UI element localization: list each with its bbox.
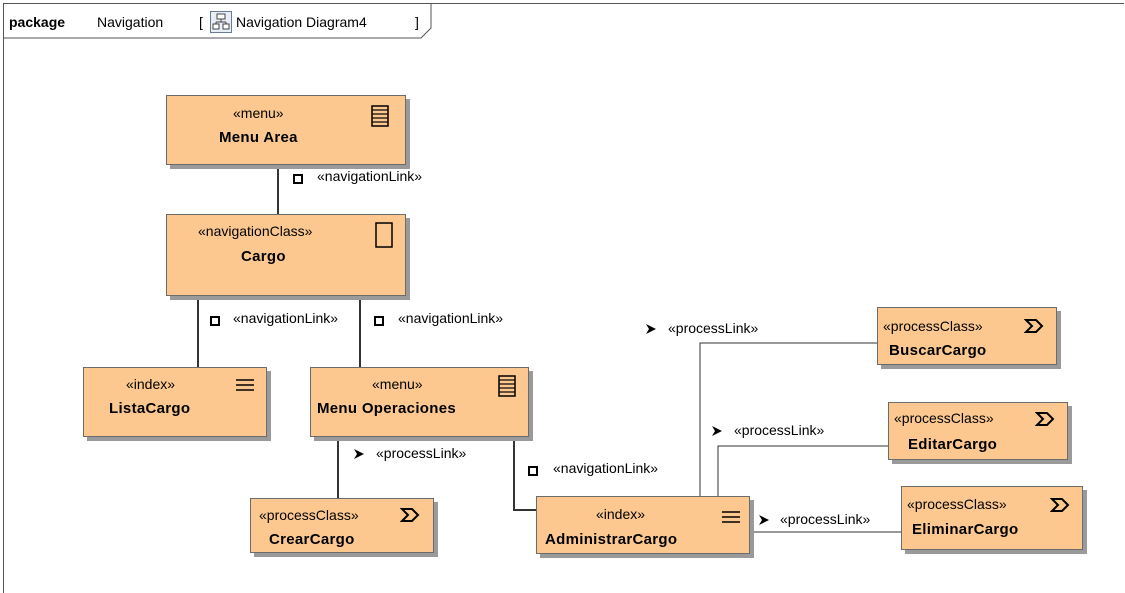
diagram-icon (210, 11, 232, 33)
link-label-menuops-admin: «navigationLink» (553, 460, 659, 476)
node-stereotype: «navigationClass» (198, 223, 313, 239)
package-name: Navigation (97, 14, 164, 30)
link-label-cargo-lista: «navigationLink» (233, 310, 339, 326)
process-link-marker-icon (711, 424, 723, 442)
node-eliminar-cargo[interactable]: «processClass» EliminarCargo (901, 486, 1083, 550)
node-stereotype: «index» (596, 506, 646, 522)
node-editar-cargo[interactable]: «processClass» EditarCargo (888, 402, 1068, 460)
node-menu-operaciones[interactable]: «menu» Menu Operaciones (310, 367, 529, 437)
menu-icon (371, 105, 389, 127)
node-name: Cargo (241, 248, 286, 265)
node-administrar-cargo[interactable]: «index» AdministrarCargo (536, 496, 750, 554)
process-class-icon (400, 508, 420, 522)
node-name: Menu Area (219, 129, 298, 146)
node-name: AdministrarCargo (545, 531, 678, 548)
navigation-link-marker-icon (210, 313, 220, 331)
process-link-marker-icon (645, 322, 657, 340)
node-cargo[interactable]: «navigationClass» Cargo (166, 214, 406, 296)
node-menu-area[interactable]: «menu» Menu Area (166, 95, 406, 165)
node-name: Menu Operaciones (317, 400, 457, 417)
node-stereotype: «processClass» (907, 496, 1007, 512)
process-link-marker-icon (353, 447, 365, 465)
process-class-icon (1050, 498, 1070, 512)
node-crear-cargo[interactable]: «processClass» CrearCargo (250, 498, 434, 553)
node-buscar-cargo[interactable]: «processClass» BuscarCargo (877, 307, 1057, 365)
navigation-link-marker-icon (528, 463, 538, 481)
link-label-menuops-crear: «processLink» (376, 445, 467, 461)
node-stereotype: «processClass» (883, 318, 983, 334)
menu-icon (498, 375, 516, 397)
node-stereotype: «processClass» (259, 507, 359, 523)
node-stereotype: «menu» (372, 376, 423, 392)
connector-admin-buscar (699, 342, 877, 496)
link-label-admin-eliminar: «processLink» (780, 511, 871, 527)
link-label-menuarea-cargo: «navigationLink» (317, 168, 423, 184)
connector-menuops-admin (513, 437, 536, 511)
node-stereotype: «processClass» (894, 410, 994, 426)
navigation-link-marker-icon (374, 313, 384, 331)
link-label-admin-buscar: «processLink» (668, 320, 759, 336)
package-frame (3, 3, 1124, 593)
node-name: EliminarCargo (912, 521, 1019, 538)
close-bracket: ] (415, 14, 419, 30)
frame-tab-shape (3, 3, 432, 39)
node-stereotype: «menu» (233, 105, 284, 121)
node-name: EditarCargo (908, 436, 998, 453)
node-stereotype: «index» (126, 376, 176, 392)
diagram-name: Navigation Diagram4 (236, 14, 367, 30)
index-icon (236, 379, 254, 391)
link-label-cargo-menuops: «navigationLink» (398, 310, 504, 326)
open-bracket: [ (199, 14, 203, 30)
process-class-icon (1035, 412, 1055, 426)
link-label-admin-editar: «processLink» (734, 422, 825, 438)
node-lista-cargo[interactable]: «index» ListaCargo (83, 367, 267, 437)
index-icon (722, 511, 740, 523)
process-link-marker-icon (758, 513, 770, 531)
node-name: ListaCargo (109, 400, 191, 417)
connector-admin-editar (717, 445, 888, 496)
frame-keyword: package (9, 14, 66, 30)
navigation-link-marker-icon (293, 171, 303, 189)
process-class-icon (1024, 319, 1044, 333)
node-name: CrearCargo (269, 531, 355, 548)
node-name: BuscarCargo (889, 342, 987, 359)
navigation-class-icon (375, 222, 393, 248)
